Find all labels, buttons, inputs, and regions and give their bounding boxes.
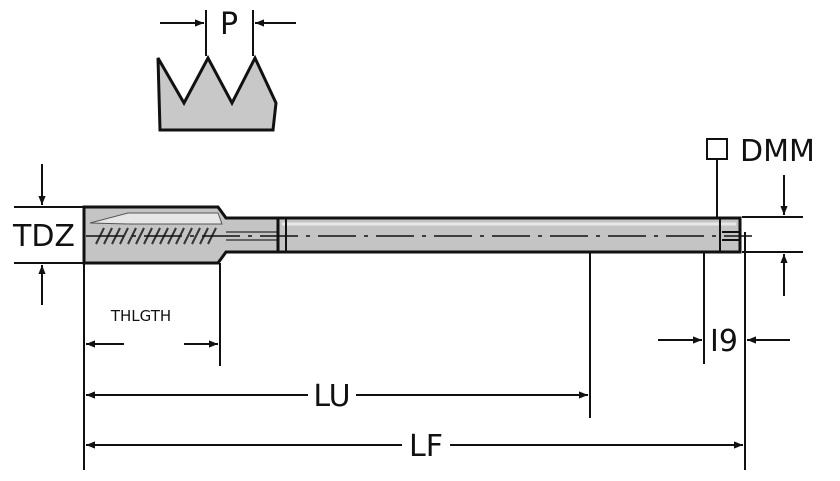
tap-shank [276, 216, 742, 254]
thread-profile-shape [156, 54, 278, 132]
extension-lines [83, 232, 746, 470]
i9-label: I9 [710, 324, 738, 359]
lf-label: LF [409, 429, 443, 464]
thread-profile-detail: P [156, 7, 296, 132]
pitch-label: P [220, 7, 238, 42]
lu-dimension: LU [86, 379, 588, 414]
tdz-label: TDZ [12, 219, 75, 254]
lu-label: LU [313, 379, 350, 414]
tap-flute [89, 212, 223, 225]
dmm-label: DMM [740, 134, 815, 169]
thlgth-label: THLGTH [110, 307, 171, 325]
square-symbol-icon [706, 138, 728, 160]
lf-dimension: LF [86, 429, 743, 464]
i9-dimension: I9 [658, 324, 790, 359]
tap-body [82, 205, 752, 265]
thlgth-dimension: THLGTH [86, 307, 218, 348]
tdz-dimension: TDZ [12, 164, 84, 305]
dmm-dimension: DMM [706, 134, 815, 296]
